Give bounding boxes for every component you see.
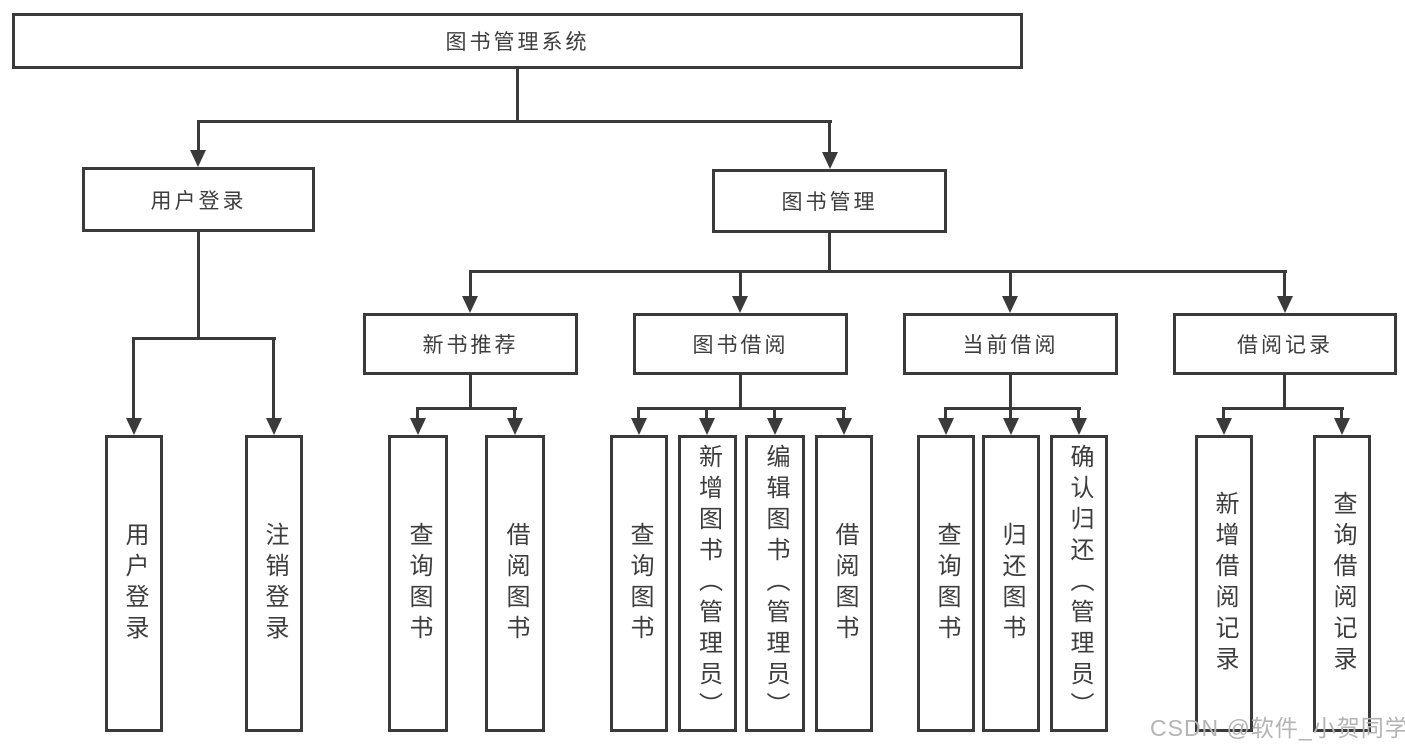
connector-arm <box>1077 407 1080 421</box>
node-label: 当前借阅 <box>962 334 1059 357</box>
arrow-leaf <box>699 418 715 435</box>
connector-arm-borrowrecords <box>1283 270 1286 298</box>
connector-arm-leaf-login <box>132 337 135 421</box>
connector-arm <box>842 407 845 421</box>
connector-root-drop <box>516 69 519 122</box>
leaf-label: 新增图书（管理员） <box>694 444 722 723</box>
node-label: 借阅记录 <box>1237 334 1333 357</box>
leaf-current-confirm-return-admin: 确认归还（管理员） <box>1050 435 1108 732</box>
arrow-book-mgmt <box>822 152 838 169</box>
connector-bookmgmt-drop <box>828 233 831 273</box>
node-user-login: 用户登录 <box>82 167 315 232</box>
node-current-borrow: 当前借阅 <box>903 313 1118 375</box>
node-book-management: 图书管理 <box>712 169 947 233</box>
leaf-borrow-add-books-admin: 新增图书（管理员） <box>678 435 737 732</box>
arrow-leaf <box>1003 418 1019 435</box>
leaf-label: 确认归还（管理员） <box>1066 444 1093 723</box>
arrow-leaf <box>1071 418 1087 435</box>
arrow-user-login <box>190 150 206 167</box>
leaf-label: 用户登录 <box>121 521 148 646</box>
connector-borrowrecords-drop <box>1283 375 1286 410</box>
connector-userlogin-bar <box>132 337 276 340</box>
leaf-current-return-books: 归还图书 <box>982 435 1040 732</box>
connector-arm <box>1222 407 1225 421</box>
connector-arm-currentborrow <box>1009 270 1012 298</box>
arrow-currentborrow <box>1002 296 1018 313</box>
leaf-label: 查询借阅记录 <box>1329 490 1356 677</box>
connector-borrowrecords-bar <box>1222 407 1344 410</box>
leaf-label: 归还图书 <box>998 521 1025 646</box>
arrow-bookborrow <box>732 296 748 313</box>
leaf-label: 编辑图书（管理员） <box>762 444 789 723</box>
connector-currentborrow-bar <box>944 407 1081 410</box>
arrow-leaf <box>1334 418 1350 435</box>
arrow-leaf <box>836 418 852 435</box>
node-new-book-recommend: 新书推荐 <box>363 313 578 375</box>
connector-arm-leaf-logout <box>272 337 275 421</box>
connector-arm-user-login <box>197 120 200 152</box>
leaf-newbook-borrow-books: 借阅图书 <box>485 435 545 732</box>
leaf-label: 查询图书 <box>933 521 960 646</box>
arrow-leaf <box>631 418 647 435</box>
node-label: 图书管理 <box>781 191 878 214</box>
connector-root-bar <box>197 120 832 123</box>
leaf-label: 查询图书 <box>405 521 432 646</box>
leaf-records-query-record: 查询借阅记录 <box>1313 435 1371 732</box>
arrow-leaf <box>410 418 426 435</box>
arrow-leaf-logout <box>266 418 282 435</box>
connector-arm-book-mgmt <box>828 120 831 154</box>
arrow-borrowrecords <box>1277 296 1293 313</box>
connector-arm <box>1009 407 1012 421</box>
arrow-leaf <box>1216 418 1232 435</box>
connector-arm <box>944 407 947 421</box>
connector-arm <box>637 407 640 421</box>
node-library-system: 图书管理系统 <box>12 13 1023 69</box>
connector-arm <box>1340 407 1343 421</box>
connector-newbook-drop <box>469 375 472 410</box>
leaf-label: 注销登录 <box>261 521 288 646</box>
leaf-current-query-books: 查询图书 <box>917 435 975 732</box>
connector-arm-newbook <box>469 270 472 298</box>
connector-bookmgmt-bar <box>469 270 1287 273</box>
arrow-leaf <box>938 418 954 435</box>
connector-currentborrow-drop <box>1009 375 1012 410</box>
node-label: 图书借阅 <box>692 334 789 357</box>
connector-userlogin-drop <box>197 232 200 340</box>
connector-newbook-bar <box>416 407 517 410</box>
leaf-borrow-query-books: 查询图书 <box>610 435 668 732</box>
arrow-leaf-login <box>126 418 142 435</box>
node-label: 图书管理系统 <box>445 31 590 54</box>
leaf-records-add-record: 新增借阅记录 <box>1195 435 1253 732</box>
leaf-label: 借阅图书 <box>502 521 529 646</box>
leaf-label: 查询图书 <box>626 521 653 646</box>
node-book-borrow: 图书借阅 <box>633 313 848 375</box>
arrow-leaf <box>767 418 783 435</box>
arrow-newbook <box>462 296 478 313</box>
leaf-logout: 注销登录 <box>245 435 303 732</box>
connector-arm <box>513 407 516 421</box>
connector-bookborrow-drop <box>739 375 742 410</box>
arrow-leaf <box>507 418 523 435</box>
leaf-label: 新增借阅记录 <box>1211 490 1238 677</box>
connector-arm <box>705 407 708 421</box>
node-borrow-records: 借阅记录 <box>1173 313 1397 375</box>
leaf-user-login: 用户登录 <box>105 435 163 732</box>
leaf-label: 借阅图书 <box>831 521 858 646</box>
leaf-newbook-query-books: 查询图书 <box>388 435 448 732</box>
node-label: 用户登录 <box>150 189 247 213</box>
leaf-borrow-edit-books-admin: 编辑图书（管理员） <box>745 435 805 732</box>
connector-arm <box>416 407 419 421</box>
connector-bookborrow-bar <box>637 407 846 410</box>
connector-arm <box>773 407 776 421</box>
node-label: 新书推荐 <box>422 334 519 357</box>
watermark: CSDN @软件_小贺同学 <box>1150 715 1405 741</box>
connector-arm-bookborrow <box>739 270 742 298</box>
leaf-borrow-borrow-books: 借阅图书 <box>815 435 873 732</box>
